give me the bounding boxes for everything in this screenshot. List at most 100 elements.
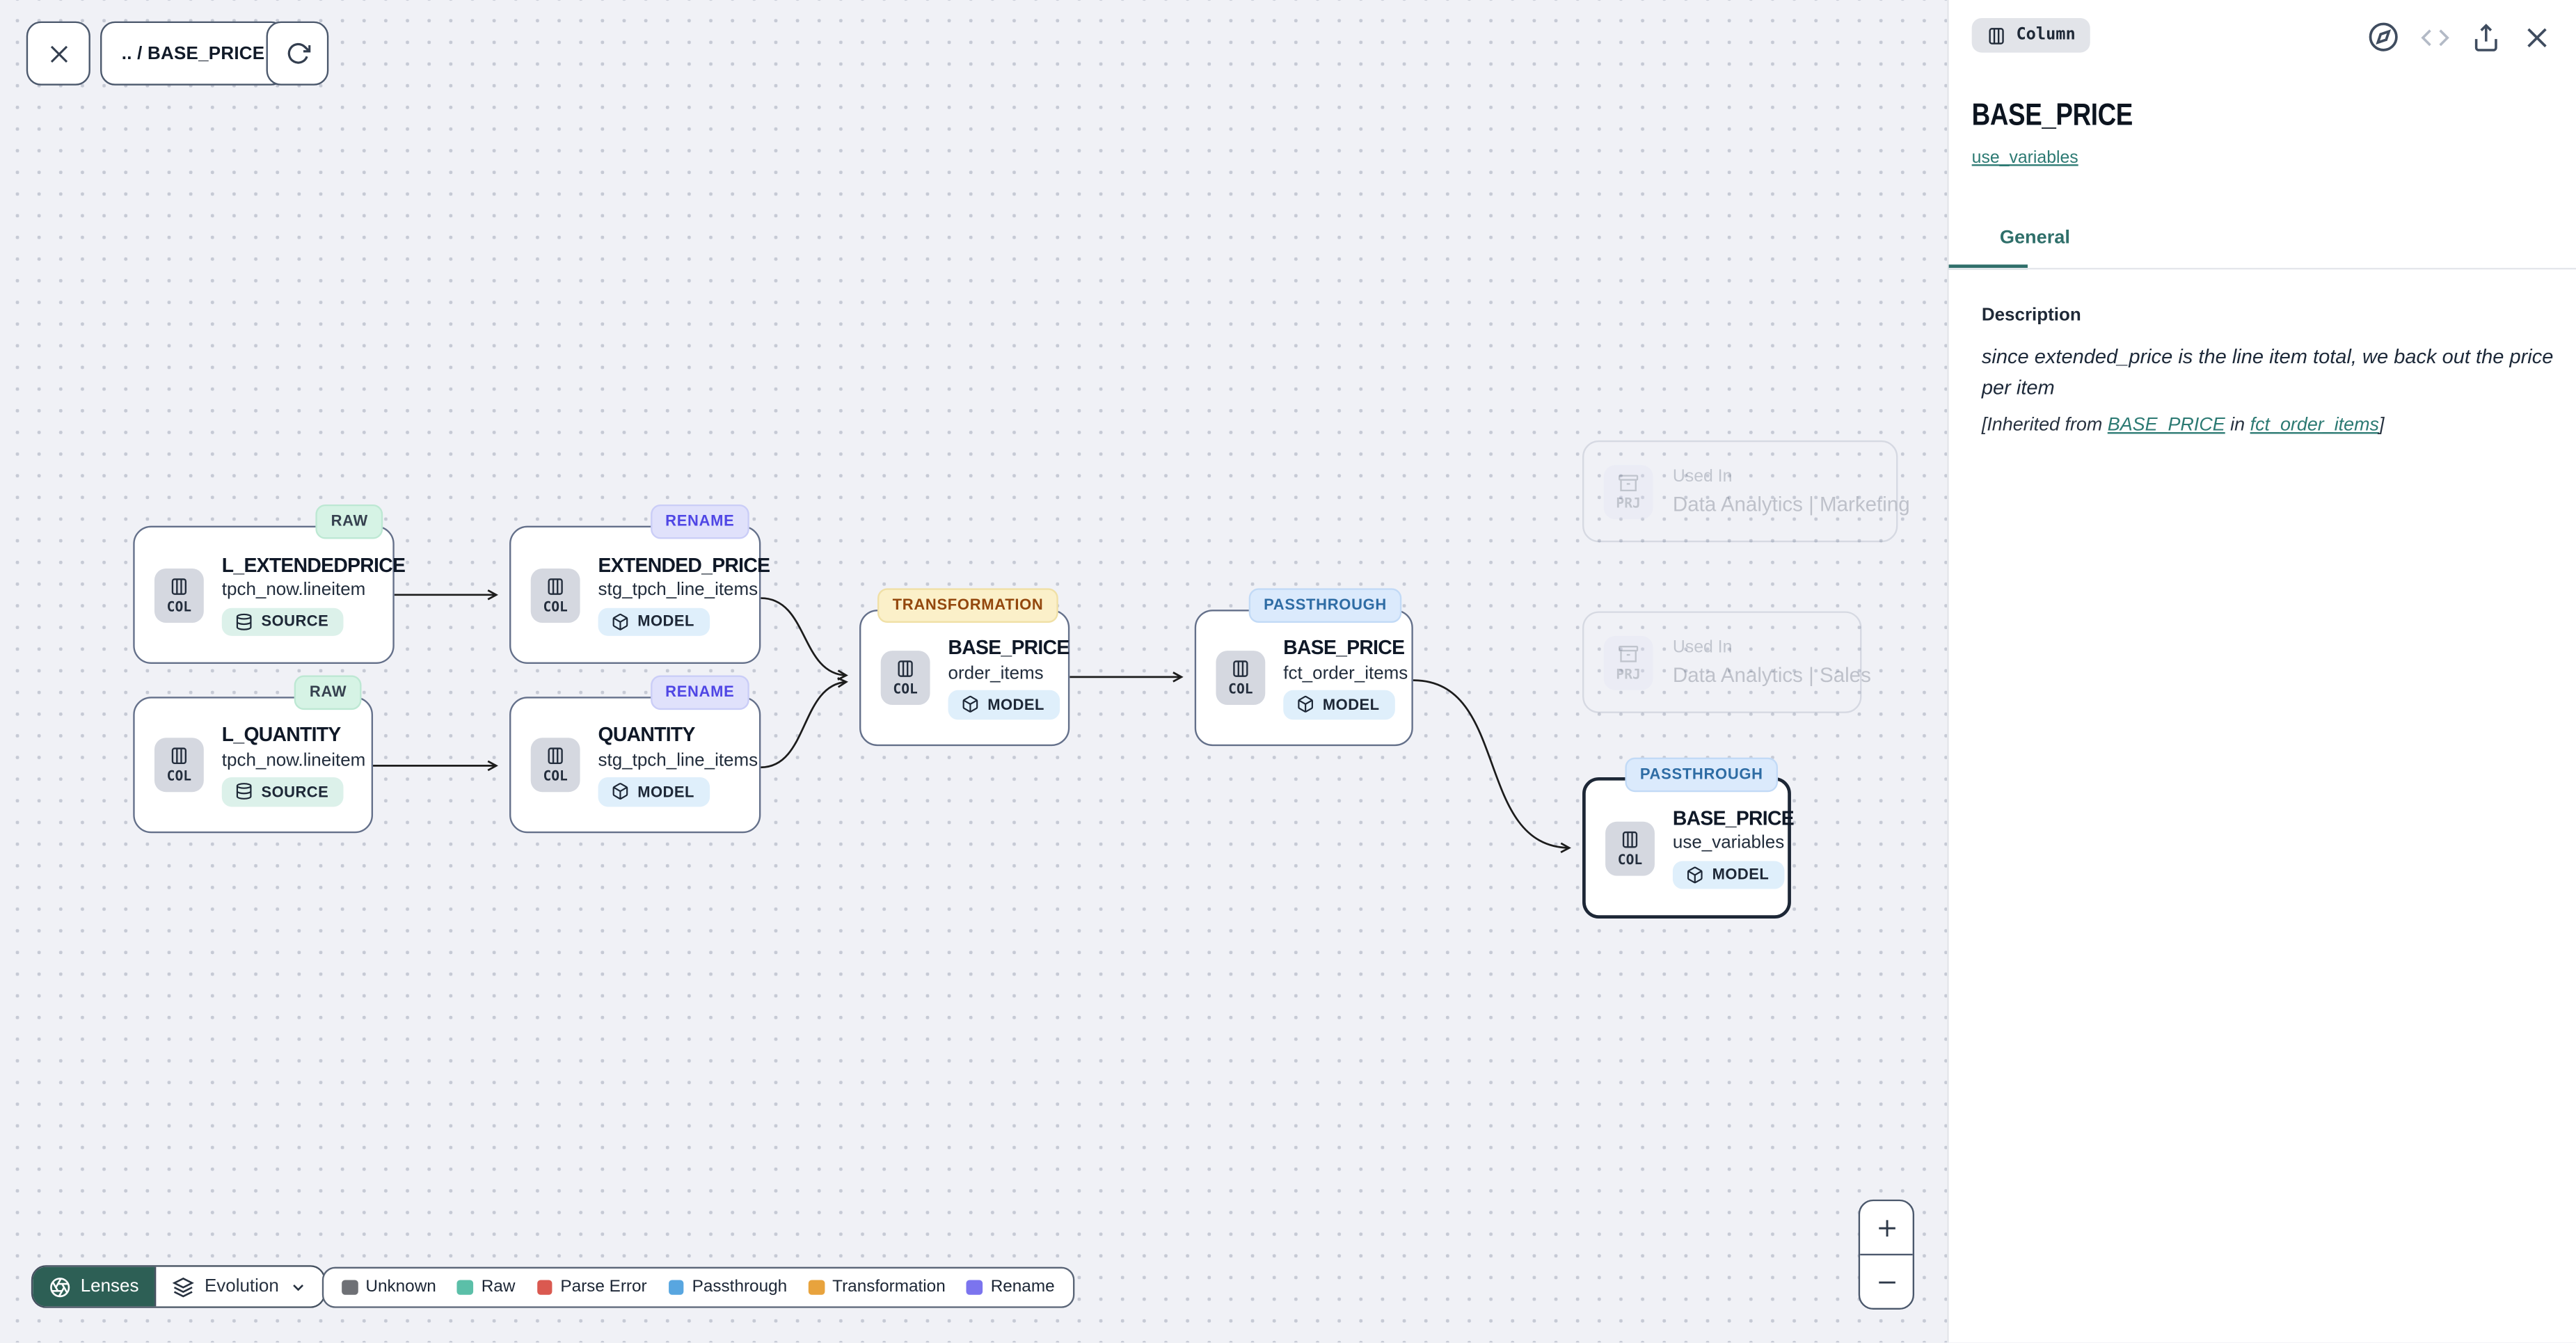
breadcrumb[interactable]: .. / BASE_PRICE xyxy=(100,21,287,86)
columns-icon xyxy=(898,660,913,677)
legend-swatch xyxy=(808,1279,825,1296)
description-inherited: [Inherited from BASE_PRICE in fct_order_… xyxy=(1982,415,2554,435)
lineage-node-base-price-use-variables[interactable]: PASSTHROUGH COL BASE_PRICE use_variables… xyxy=(1582,757,1795,919)
lineage-node-quantity[interactable]: RENAME COL QUANTITY stg_tpch_line_items … xyxy=(509,675,761,834)
minus-icon xyxy=(1878,1280,1895,1283)
lineage-node-l-quantity[interactable]: RAW COL L_QUANTITY tpch_now.lineitem SOU… xyxy=(133,675,374,834)
lens-badge-rename: RENAME xyxy=(650,504,749,539)
legend-item-transformation: Transformation xyxy=(808,1278,946,1297)
legend-label: Passthrough xyxy=(692,1278,788,1297)
lens-badge-passthrough: PASSTHROUGH xyxy=(1625,757,1779,792)
entity-type-label: Column xyxy=(2016,26,2076,45)
close-panel-button[interactable] xyxy=(2522,22,2552,52)
node-subtitle: use_variables xyxy=(1672,833,1785,854)
chip-label: PRJ xyxy=(1616,665,1641,681)
legend-item-passthrough: Passthrough xyxy=(668,1278,787,1296)
share-button[interactable] xyxy=(2472,22,2502,52)
panel-actions xyxy=(2368,22,2552,53)
type-label: SOURCE xyxy=(261,783,329,800)
inherited-column-link[interactable]: BASE_PRICE xyxy=(2107,415,2225,436)
tab-divider xyxy=(1948,268,2576,271)
cube-icon xyxy=(612,613,628,630)
zoom-out-button[interactable] xyxy=(1860,1255,1913,1308)
cube-icon xyxy=(962,696,978,713)
used-in-label: Used In xyxy=(1672,467,1733,487)
model-badge: MODEL xyxy=(598,777,710,806)
legend-swatch xyxy=(342,1279,358,1296)
node-subtitle: stg_tpch_line_items xyxy=(598,580,758,601)
column-chip: COL xyxy=(530,567,580,622)
project-chip: PRJ xyxy=(1603,464,1653,519)
node-title: BASE_PRICE xyxy=(1672,806,1795,829)
column-chip: COL xyxy=(1216,651,1266,706)
node-title: BASE_PRICE xyxy=(1283,636,1405,660)
view-code-button[interactable] xyxy=(2420,22,2450,52)
chip-label: COL xyxy=(543,597,568,614)
lineage-node-base-price-fct-order-items[interactable]: PASSTHROUGH COL BASE_PRICE fct_order_ite… xyxy=(1194,588,1413,747)
model-badge: MODEL xyxy=(1672,860,1784,890)
lineage-node-l-extendedprice[interactable]: RAW COL L_EXTENDEDPRICE tpch_now.lineite… xyxy=(133,504,406,665)
model-badge: MODEL xyxy=(948,690,1060,720)
share-icon xyxy=(2474,22,2497,51)
legend-item-unknown: Unknown xyxy=(342,1278,436,1296)
type-label: MODEL xyxy=(1712,866,1770,883)
lens-selector-dropdown[interactable]: Evolution xyxy=(155,1266,324,1307)
tab-general[interactable]: General xyxy=(1999,228,2070,248)
chip-label: COL xyxy=(1228,680,1253,697)
lenses-control: Lenses Evolution xyxy=(31,1265,325,1308)
node-title: QUANTITY xyxy=(598,723,696,747)
legend-label: Raw xyxy=(481,1278,516,1297)
chip-label: COL xyxy=(893,680,918,697)
lens-badge-passthrough: PASSTHROUGH xyxy=(1248,588,1402,622)
legend-swatch xyxy=(967,1279,983,1296)
refresh-button[interactable] xyxy=(266,21,329,86)
refresh-icon xyxy=(287,42,310,64)
legend-item-raw: Raw xyxy=(457,1278,516,1297)
model-link[interactable]: use_variables xyxy=(1971,148,2078,168)
zoom-in-button[interactable] xyxy=(1860,1201,1913,1256)
entity-type-badge: Column xyxy=(1971,17,2090,53)
node-title: EXTENDED_PRICE xyxy=(598,553,770,577)
used-in-node-sales[interactable]: PRJ Used In Data Analytics | Sales xyxy=(1582,611,1871,713)
lineage-node-extended-price[interactable]: RENAME COL EXTENDED_PRICE stg_tpch_line_… xyxy=(509,504,770,665)
columns-icon xyxy=(548,578,563,594)
lineage-canvas[interactable]: PRJ Used In Data Analytics | Marketing P… xyxy=(0,0,1948,1343)
lineage-edges xyxy=(373,589,1571,853)
panel-title: BASE_PRICE xyxy=(1971,98,2133,134)
used-in-title: Data Analytics | Marketing xyxy=(1672,492,1910,516)
layers-icon xyxy=(173,1276,195,1297)
lens-badge-transformation: TRANSFORMATION xyxy=(877,588,1058,622)
database-icon xyxy=(236,783,252,800)
columns-icon xyxy=(171,578,187,594)
legend-swatch xyxy=(457,1279,473,1296)
legend-label: Transformation xyxy=(832,1278,946,1297)
aperture-icon xyxy=(50,1276,70,1297)
cube-icon xyxy=(1687,866,1703,883)
source-badge: SOURCE xyxy=(221,607,344,637)
model-badge: MODEL xyxy=(1283,690,1394,720)
columns-icon xyxy=(1989,26,2004,44)
legend-label: Parse Error xyxy=(560,1278,647,1297)
legend-swatch xyxy=(536,1279,552,1296)
plus-icon xyxy=(1878,1219,1895,1236)
lens-selector-value: Evolution xyxy=(204,1276,279,1297)
legend-swatch xyxy=(668,1279,684,1296)
used-in-node-marketing[interactable]: PRJ Used In Data Analytics | Marketing xyxy=(1582,440,1910,543)
type-label: SOURCE xyxy=(261,613,329,630)
inherited-model-link[interactable]: fct_order_items xyxy=(2250,415,2379,436)
lineage-node-base-price-order-items[interactable]: TRANSFORMATION COL BASE_PRICE order_item… xyxy=(859,588,1070,747)
chip-label: COL xyxy=(166,767,192,784)
model-badge: MODEL xyxy=(598,607,710,637)
lens-badge-raw: RAW xyxy=(294,675,362,709)
node-subtitle: tpch_now.lineitem xyxy=(221,750,366,770)
close-icon xyxy=(49,45,67,62)
columns-icon xyxy=(548,747,563,765)
lenses-button[interactable]: Lenses xyxy=(33,1266,156,1307)
explore-compass-button[interactable] xyxy=(2368,22,2399,53)
database-icon xyxy=(236,613,252,630)
close-lineage-button[interactable] xyxy=(26,21,90,86)
used-in-title: Data Analytics | Sales xyxy=(1672,663,1871,687)
inherited-suffix: ] xyxy=(2378,415,2385,436)
type-label: MODEL xyxy=(637,783,694,800)
